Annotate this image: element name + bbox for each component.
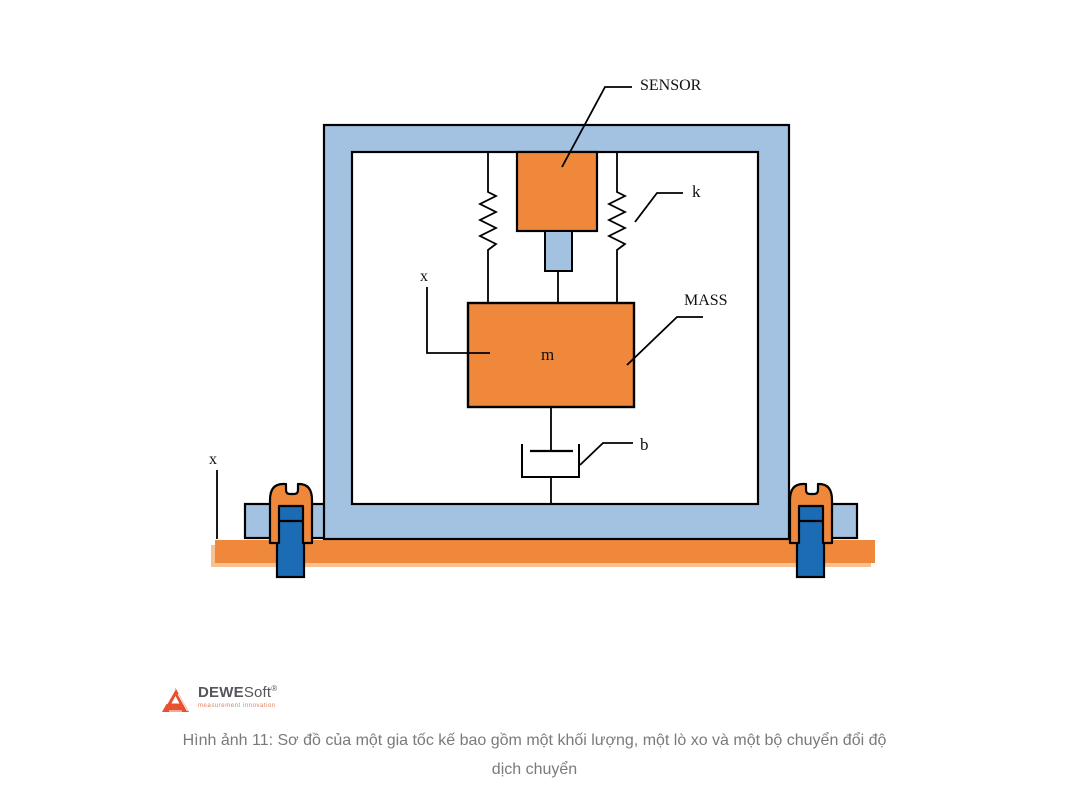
left-bolt — [275, 503, 306, 579]
mass-leader-line — [626, 316, 703, 366]
figure-caption-line2: dịch chuyển — [491, 761, 578, 778]
displacement-outer-label: x — [209, 451, 217, 468]
spring-leader-line — [634, 192, 683, 223]
displacement-inner-bracket — [426, 287, 490, 354]
left-clamp — [268, 482, 314, 545]
mass-label: MASS — [684, 292, 728, 309]
mass-symbol-label: m — [541, 345, 554, 364]
displacement-inner-label: x — [420, 268, 428, 285]
right-bolt — [795, 503, 826, 579]
sensor-label: SENSOR — [640, 77, 702, 94]
dewesoft-logo: DEWESoft® measurement innovation — [162, 685, 277, 713]
figure-caption-line1: Hình ảnh 11: Sơ đồ của một gia tốc kế ba… — [182, 732, 887, 749]
left-spring — [477, 152, 499, 303]
damper-leader-line — [579, 442, 633, 466]
sensor-leader-line — [561, 86, 632, 168]
mass-block — [466, 301, 636, 409]
sensor-plunger — [544, 230, 573, 272]
spring-constant-label: k — [692, 182, 701, 201]
base-plate — [215, 540, 875, 563]
dewesoft-logo-tagline: measurement innovation — [198, 703, 276, 709]
dewesoft-logo-text: DEWESoft® — [198, 684, 278, 701]
right-clamp — [788, 482, 834, 545]
dewesoft-triangle-icon — [162, 688, 189, 712]
damping-label: b — [640, 435, 649, 454]
figure-caption: Hình ảnh 11: Sơ đồ của một gia tốc kế ba… — [0, 726, 1069, 784]
sensor-block — [515, 150, 599, 233]
right-spring — [606, 152, 628, 303]
